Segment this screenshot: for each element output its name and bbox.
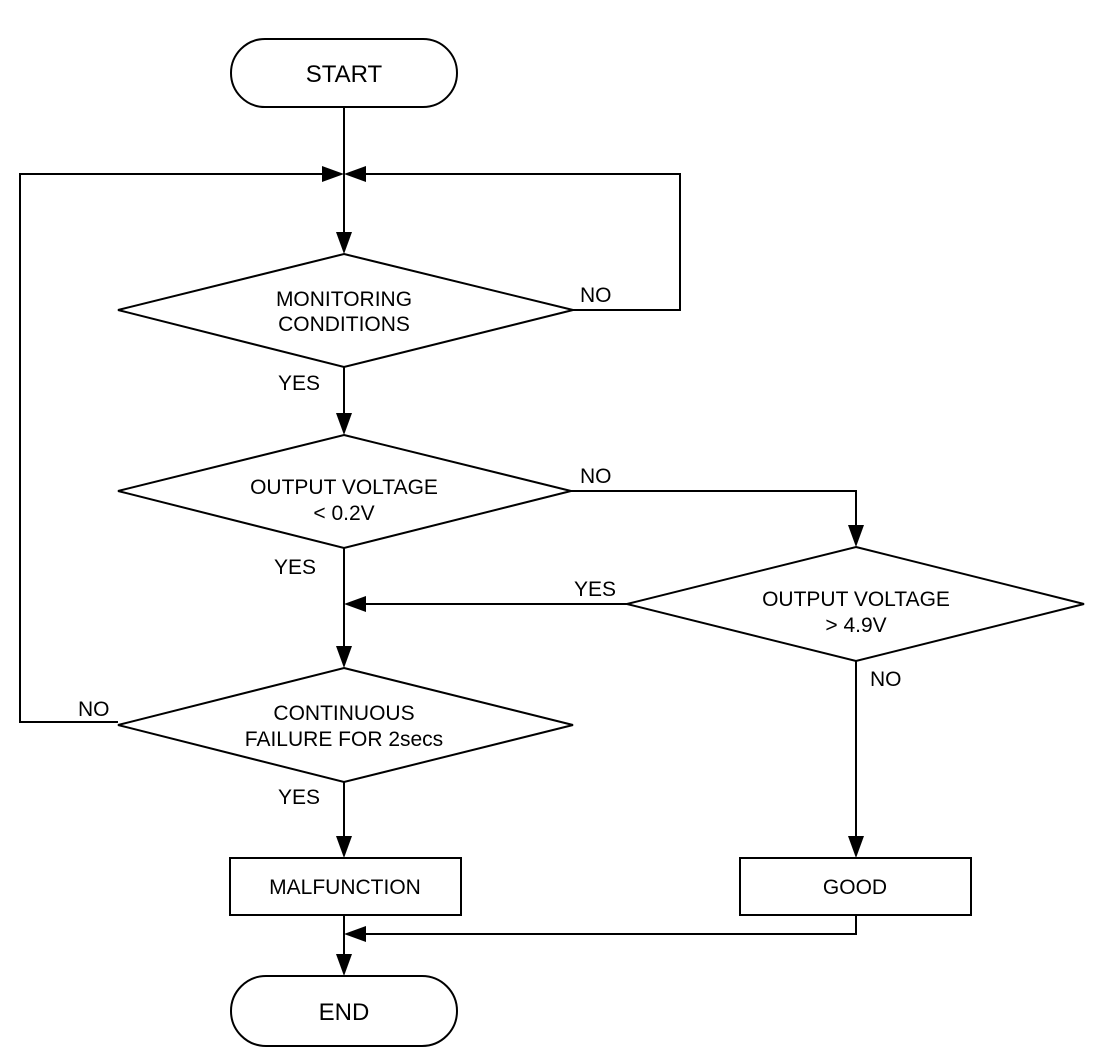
- arrowheads: [322, 166, 864, 976]
- continuous-failure-line2: FAILURE FOR 2secs: [245, 728, 443, 751]
- node-good: GOOD: [739, 857, 972, 916]
- monitoring-conditions-line1: MONITORING: [276, 288, 412, 311]
- arrowhead-into-monitoring: [336, 232, 352, 254]
- malfunction-box: [229, 857, 462, 916]
- arrowhead-high-voltage-yes: [344, 596, 366, 612]
- node-output-voltage-low: OUTPUT VOLTAGE < 0.2V: [117, 433, 572, 550]
- edge-labels: NO YES NO YES YES NO NO YES: [78, 284, 902, 809]
- arrowhead-into-junction-right: [344, 166, 366, 182]
- continuous-yes-label: YES: [278, 786, 320, 809]
- output-voltage-high-diamond: [626, 545, 1085, 663]
- start-terminal: [230, 38, 458, 108]
- low-voltage-no-label: NO: [580, 465, 612, 488]
- high-voltage-yes-label: YES: [574, 578, 616, 601]
- connector-low-voltage-no: [571, 490, 857, 530]
- connectors: [19, 107, 857, 958]
- arrowhead-into-low-voltage: [336, 413, 352, 435]
- node-start: START: [230, 38, 458, 108]
- arrowhead-into-junction-left: [322, 166, 344, 182]
- connector-continuous-no-loop: [19, 173, 324, 723]
- monitoring-conditions-diamond: [117, 252, 574, 369]
- good-label: GOOD: [823, 876, 887, 899]
- output-voltage-low-line1: OUTPUT VOLTAGE: [250, 476, 438, 499]
- arrowhead-into-end: [336, 954, 352, 976]
- monitoring-no-label: NO: [580, 284, 612, 307]
- connector-good-to-end: [364, 915, 857, 935]
- node-monitoring-conditions: MONITORING CONDITIONS: [117, 252, 574, 369]
- monitoring-conditions-line2: CONDITIONS: [278, 313, 410, 336]
- monitoring-yes-label: YES: [278, 372, 320, 395]
- node-end: END: [230, 975, 458, 1047]
- high-voltage-no-label: NO: [870, 668, 902, 691]
- arrowhead-good-to-main: [344, 926, 366, 942]
- continuous-failure-diamond: [117, 666, 574, 784]
- end-label: END: [319, 999, 370, 1026]
- output-voltage-high-line2: > 4.9V: [825, 614, 886, 637]
- arrowhead-into-continuous: [336, 646, 352, 668]
- node-continuous-failure: CONTINUOUS FAILURE FOR 2secs: [117, 666, 574, 784]
- node-malfunction: MALFUNCTION: [229, 857, 462, 916]
- output-voltage-low-diamond: [117, 433, 572, 550]
- start-label: START: [306, 61, 383, 88]
- arrowhead-into-high-voltage: [848, 525, 864, 547]
- low-voltage-yes-label: YES: [274, 556, 316, 579]
- arrowhead-into-malfunction: [336, 836, 352, 858]
- end-terminal: [230, 975, 458, 1047]
- continuous-no-label: NO: [78, 698, 110, 721]
- node-output-voltage-high: OUTPUT VOLTAGE > 4.9V: [626, 545, 1085, 663]
- continuous-failure-line1: CONTINUOUS: [273, 702, 414, 725]
- output-voltage-high-line1: OUTPUT VOLTAGE: [762, 588, 950, 611]
- connector-monitoring-no-loop: [364, 173, 681, 311]
- malfunction-label: MALFUNCTION: [269, 876, 421, 899]
- output-voltage-low-line2: < 0.2V: [313, 502, 374, 525]
- arrowhead-into-good: [848, 836, 864, 858]
- good-box: [739, 857, 972, 916]
